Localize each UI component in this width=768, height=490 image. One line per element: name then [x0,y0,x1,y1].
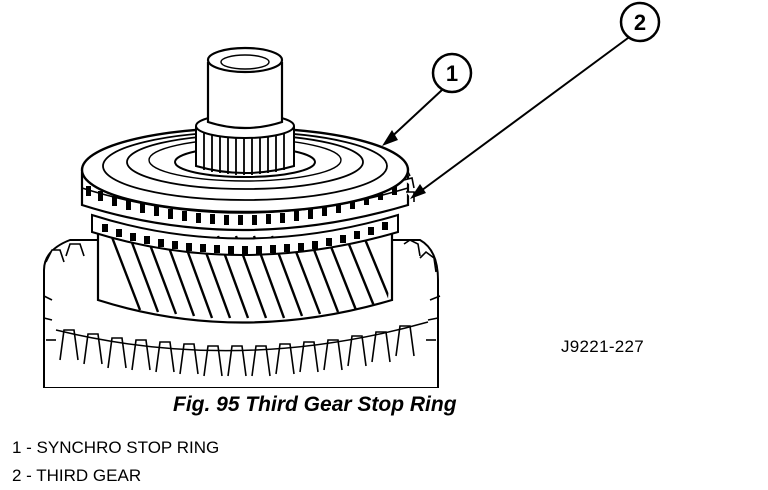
svg-text:1: 1 [446,61,458,86]
legend-item-1: 1 - SYNCHRO STOP RING [12,438,220,457]
svg-text:2: 2 [634,10,646,35]
figure-caption: Fig. 95 Third Gear Stop Ring [173,393,457,416]
drawing-code: J9221-227 [561,337,645,356]
legend: 1 - SYNCHRO STOP RING 2 - THIRD GEAR [12,434,219,490]
callout-1: 1 [382,52,473,146]
callout-2: 2 [410,1,661,199]
gear-illustration: 1 2 [43,1,661,388]
output-shaft [195,46,295,175]
legend-item-2: 2 - THIRD GEAR [12,466,142,485]
third-gear [91,213,399,324]
